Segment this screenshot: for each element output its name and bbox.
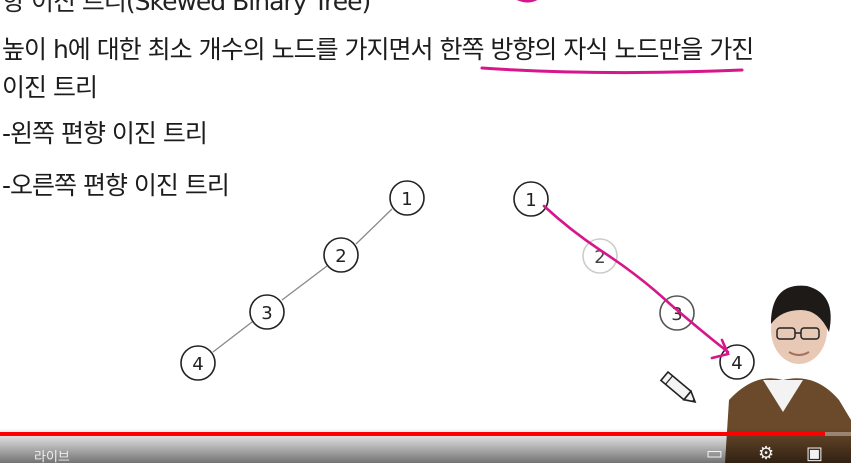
left-edge-2-3: [281, 265, 328, 301]
underline-annotation: [480, 66, 744, 75]
progress-fill: [0, 432, 826, 436]
left-node-1-label: 1: [401, 189, 412, 210]
right-node-2-label: 2: [594, 247, 605, 268]
left-node-2: 2: [323, 237, 359, 273]
right-node-3-label: 3: [671, 304, 682, 325]
right-node-3: 3: [659, 295, 695, 331]
miniplayer-icon[interactable]: ▣: [806, 443, 824, 464]
pink-arrowhead: [710, 338, 730, 360]
left-edge-3-4: [212, 321, 253, 353]
pink-edge-annotation: [542, 204, 730, 354]
left-edge-1-2: [355, 208, 393, 245]
slide-title: 향 이진 트리(Skewed Binary Tree): [2, 0, 371, 16]
progress-bar[interactable]: [0, 432, 851, 436]
pencil-cursor-icon: [659, 370, 697, 403]
title-arrow-annotation: [516, 0, 538, 3]
left-node-3: 3: [249, 294, 285, 330]
live-label: 라이브: [34, 450, 70, 465]
right-node-1: 1: [513, 181, 549, 217]
right-node-2: 2: [582, 238, 618, 274]
right-node-4-label: 4: [731, 353, 742, 374]
description-line-1: 높이 h에 대한 최소 개수의 노드를 가지면서 한쪽 방향의 자식 노드만을 …: [2, 35, 754, 64]
left-node-4-label: 4: [192, 354, 203, 375]
bullet-right-skewed: -오른쪽 편향 이진 트리: [2, 171, 230, 200]
left-node-4: 4: [180, 345, 216, 381]
subtitles-icon[interactable]: ▭: [706, 443, 724, 464]
right-tree: 1 2 3 4: [513, 181, 755, 380]
description-line-2: 이진 트리: [2, 73, 98, 102]
player-controls: 라이브 ▭ ⚙ ▣: [0, 428, 851, 465]
left-node-1: 1: [389, 180, 425, 216]
right-node-1-label: 1: [525, 190, 536, 211]
left-tree: 1 2 3 4: [180, 180, 425, 381]
settings-icon[interactable]: ⚙: [758, 443, 775, 464]
bullet-left-skewed: -왼쪽 편향 이진 트리: [2, 119, 208, 148]
left-node-2-label: 2: [335, 246, 346, 267]
left-node-3-label: 3: [261, 303, 272, 324]
